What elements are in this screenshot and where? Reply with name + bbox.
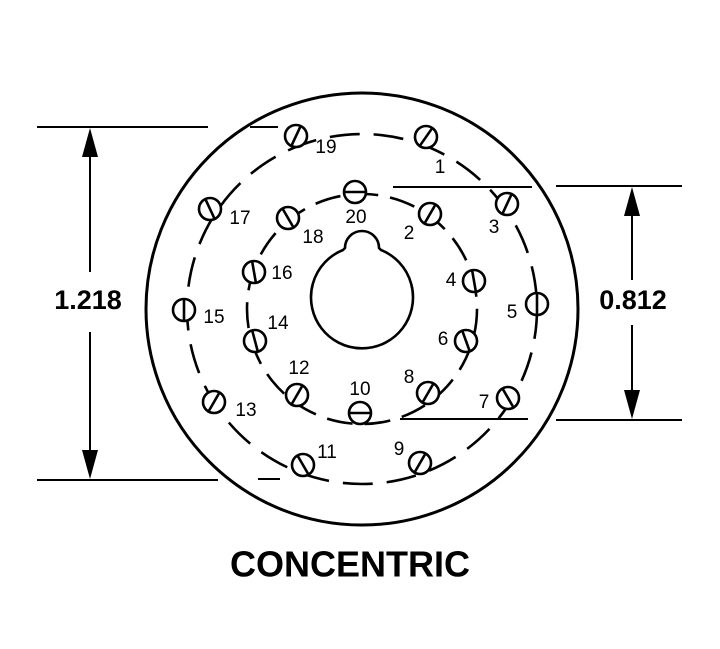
pin-label-1: 1 [435,157,446,178]
pin-label-19: 19 [315,137,336,158]
pin-label-12: 12 [288,358,309,379]
pin-3-slot [501,194,513,214]
pin-14-slot [251,331,259,351]
pin-label-13: 13 [235,400,256,421]
pin-label-9: 9 [394,439,405,460]
pin-label-5: 5 [507,302,518,323]
arrowhead-down-left [82,450,98,479]
pin-label-17: 17 [229,208,250,229]
pin-7-slot [501,388,515,408]
pin-label-14: 14 [267,313,289,334]
pin-9-slot [413,453,427,473]
connector-outer-shell [144,91,580,527]
dimension-outer-diameter: 1.218 [37,126,218,481]
inner-diameter-label: 0.812 [599,285,667,315]
pin-label-11: 11 [317,442,337,463]
pin-16-slot [250,261,258,283]
center-keyway [309,229,415,350]
pin-1-slot [419,128,433,146]
pin-label-8: 8 [404,367,415,388]
arrowhead-up-left [82,128,98,157]
pin-label-7: 7 [479,392,490,413]
pin-label-6: 6 [438,329,449,350]
pin-label-16: 16 [271,263,292,284]
pin-12-slot [290,385,304,405]
pin-6-slot [461,331,471,351]
pin-8-slot [421,383,435,403]
diagram-title: CONCENTRIC [230,544,470,585]
pin-label-3: 3 [489,217,500,238]
pin-label-2: 2 [404,223,415,244]
dimension-inner-diameter: 0.812 [556,185,682,421]
arrowhead-down-right [624,390,640,419]
arrowhead-up-right [624,187,640,216]
pin-18-slot [281,208,295,228]
pin-19-slot [290,126,302,146]
pin-label-15: 15 [203,307,224,328]
pin-label-18: 18 [302,227,323,248]
pin-11-slot [296,455,310,475]
pin-13-slot [207,392,221,412]
pin-label-20: 20 [345,207,366,228]
pin-17-slot [204,199,216,219]
pin-2-slot [423,204,437,224]
pin-4-slot [470,270,478,292]
pin-label-10: 10 [349,379,370,400]
pin-label-4: 4 [446,270,457,291]
outer-diameter-label: 1.218 [54,285,122,315]
